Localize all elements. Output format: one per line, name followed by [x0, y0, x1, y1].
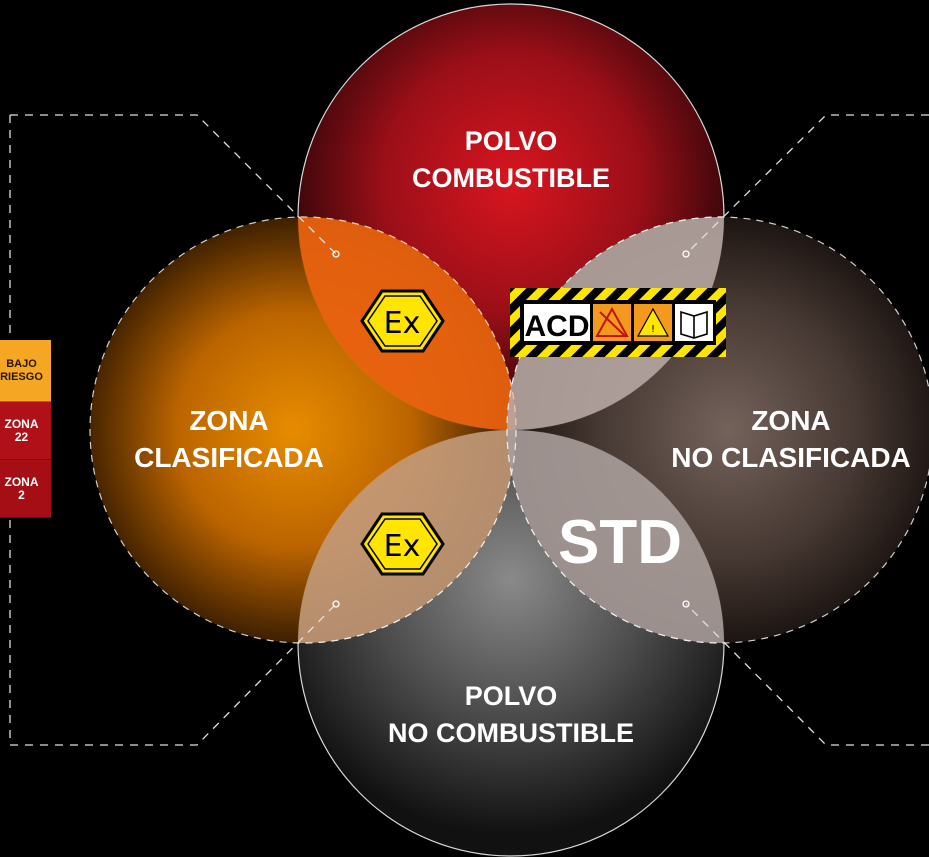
label-polvo-combustible-l2: COMBUSTIBLE	[412, 163, 610, 193]
legend-zona-2-text: ZONA 2	[4, 474, 39, 502]
overlap-bottom-right	[507, 430, 724, 643]
legend-bajo-riesgo: BAJO RIESGO	[0, 340, 51, 402]
label-zona-no-clasificada-l1: ZONA	[751, 405, 830, 436]
ex-atex-icon: Ex	[360, 512, 445, 576]
legend-zona-22: ZONA 22	[0, 402, 51, 460]
label-polvo-no-combustible-l1: POLVO	[465, 681, 558, 711]
legend-zona-2: ZONA 2	[0, 460, 51, 518]
std-standard-icon: STD	[558, 508, 682, 577]
label-zona-no-clasificada-l2: NO CLASIFICADA	[671, 442, 911, 473]
ex-symbol-text: Ex	[384, 306, 421, 341]
acd-hazard-sign-icon: ACD !	[510, 288, 726, 357]
warning-icon	[595, 306, 629, 337]
ex-atex-icon: Ex	[360, 289, 445, 353]
ex-symbol-text: Ex	[384, 529, 421, 564]
acd-label: ACD	[525, 310, 590, 343]
label-zona-clasificada-l2: CLASIFICADA	[134, 442, 324, 473]
legend-bajo-riesgo-text: BAJO RIESGO	[0, 357, 43, 383]
svg-text:!: !	[651, 324, 655, 335]
connector-dots	[332, 250, 690, 608]
label-polvo-no-combustible-l2: NO COMBUSTIBLE	[388, 718, 634, 748]
right-bracket	[685, 114, 929, 746]
label-zona-clasificada-l1: ZONA	[189, 405, 268, 436]
manual-book-icon	[680, 310, 708, 339]
label-polvo-combustible-l1: POLVO	[465, 126, 558, 156]
legend-zona-22-text: ZONA 22	[4, 416, 39, 444]
